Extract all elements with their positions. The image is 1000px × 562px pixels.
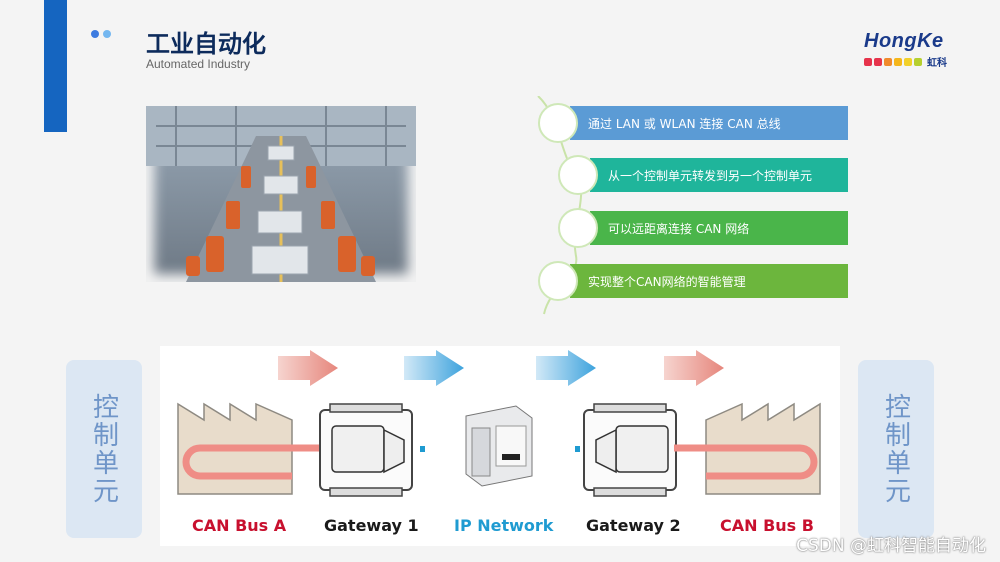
bullet-circle (538, 103, 578, 143)
hongke-logo: HongKe 虹科 (864, 30, 964, 69)
factory-b-icon (674, 402, 821, 495)
logo-square (894, 57, 902, 66)
dot-1 (91, 30, 99, 38)
ip-network-device-icon (465, 405, 533, 487)
factory-illustration (146, 106, 416, 282)
feature-item-3: 可以远距离连接 CAN 网络 (590, 211, 848, 245)
label-gateway-1: Gateway 1 (324, 516, 419, 535)
bullet-circle (558, 155, 598, 195)
label-gateway-2: Gateway 2 (586, 516, 681, 535)
feature-text: 实现整个CAN网络的智能管理 (588, 274, 746, 289)
label-can-bus-a: CAN Bus A (192, 516, 287, 535)
bullet-circle (538, 261, 578, 301)
feature-text: 从一个控制单元转发到另一个控制单元 (608, 168, 813, 183)
logo-cn-text: 虹科 (927, 58, 947, 69)
control-unit-left-label: 控制单元 (88, 393, 119, 505)
page-title: 工业自动化 (146, 30, 266, 58)
feature-text: 通过 LAN 或 WLAN 连接 CAN 总线 (588, 116, 781, 131)
gateway-1-icon (319, 403, 413, 497)
logo-square (914, 57, 922, 66)
arrow-4 (664, 350, 724, 386)
label-ip-network: IP Network (454, 516, 554, 535)
dot-2 (103, 30, 111, 38)
csdn-watermark: CSDN @虹科智能自动化 (796, 536, 986, 556)
control-unit-right: 控制单元 (858, 360, 934, 538)
gateway-2-icon (583, 403, 677, 497)
page-subtitle: Automated Industry (146, 57, 251, 71)
feature-list: 通过 LAN 或 WLAN 连接 CAN 总线 从一个控制单元转发到另一个控制单… (530, 96, 860, 316)
accent-bar (44, 0, 67, 132)
logo-wordmark: HongKe (864, 30, 944, 52)
arrow-3 (536, 350, 596, 386)
title-dots (91, 30, 111, 38)
logo-square (864, 57, 872, 66)
logo-square (874, 57, 882, 66)
control-unit-left: 控制单元 (66, 360, 142, 538)
feature-item-4: 实现整个CAN网络的智能管理 (570, 264, 848, 298)
control-unit-right-label: 控制单元 (880, 393, 911, 505)
logo-square (904, 57, 912, 66)
factory-photo (146, 106, 416, 282)
network-diagram: CAN Bus A Gateway 1 IP Network Gateway 2… (160, 346, 840, 546)
diagram-graphics (177, 350, 821, 497)
feature-item-1: 通过 LAN 或 WLAN 连接 CAN 总线 (570, 106, 848, 140)
logo-square (884, 57, 892, 66)
feature-item-2: 从一个控制单元转发到另一个控制单元 (590, 158, 848, 192)
arrow-2 (404, 350, 464, 386)
logo-color-squares: 虹科 (864, 54, 964, 69)
factory-a-icon (177, 402, 326, 495)
feature-text: 可以远距离连接 CAN 网络 (608, 221, 750, 236)
bullet-circle (558, 208, 598, 248)
label-can-bus-b: CAN Bus B (720, 516, 814, 535)
arrow-1 (278, 350, 338, 386)
